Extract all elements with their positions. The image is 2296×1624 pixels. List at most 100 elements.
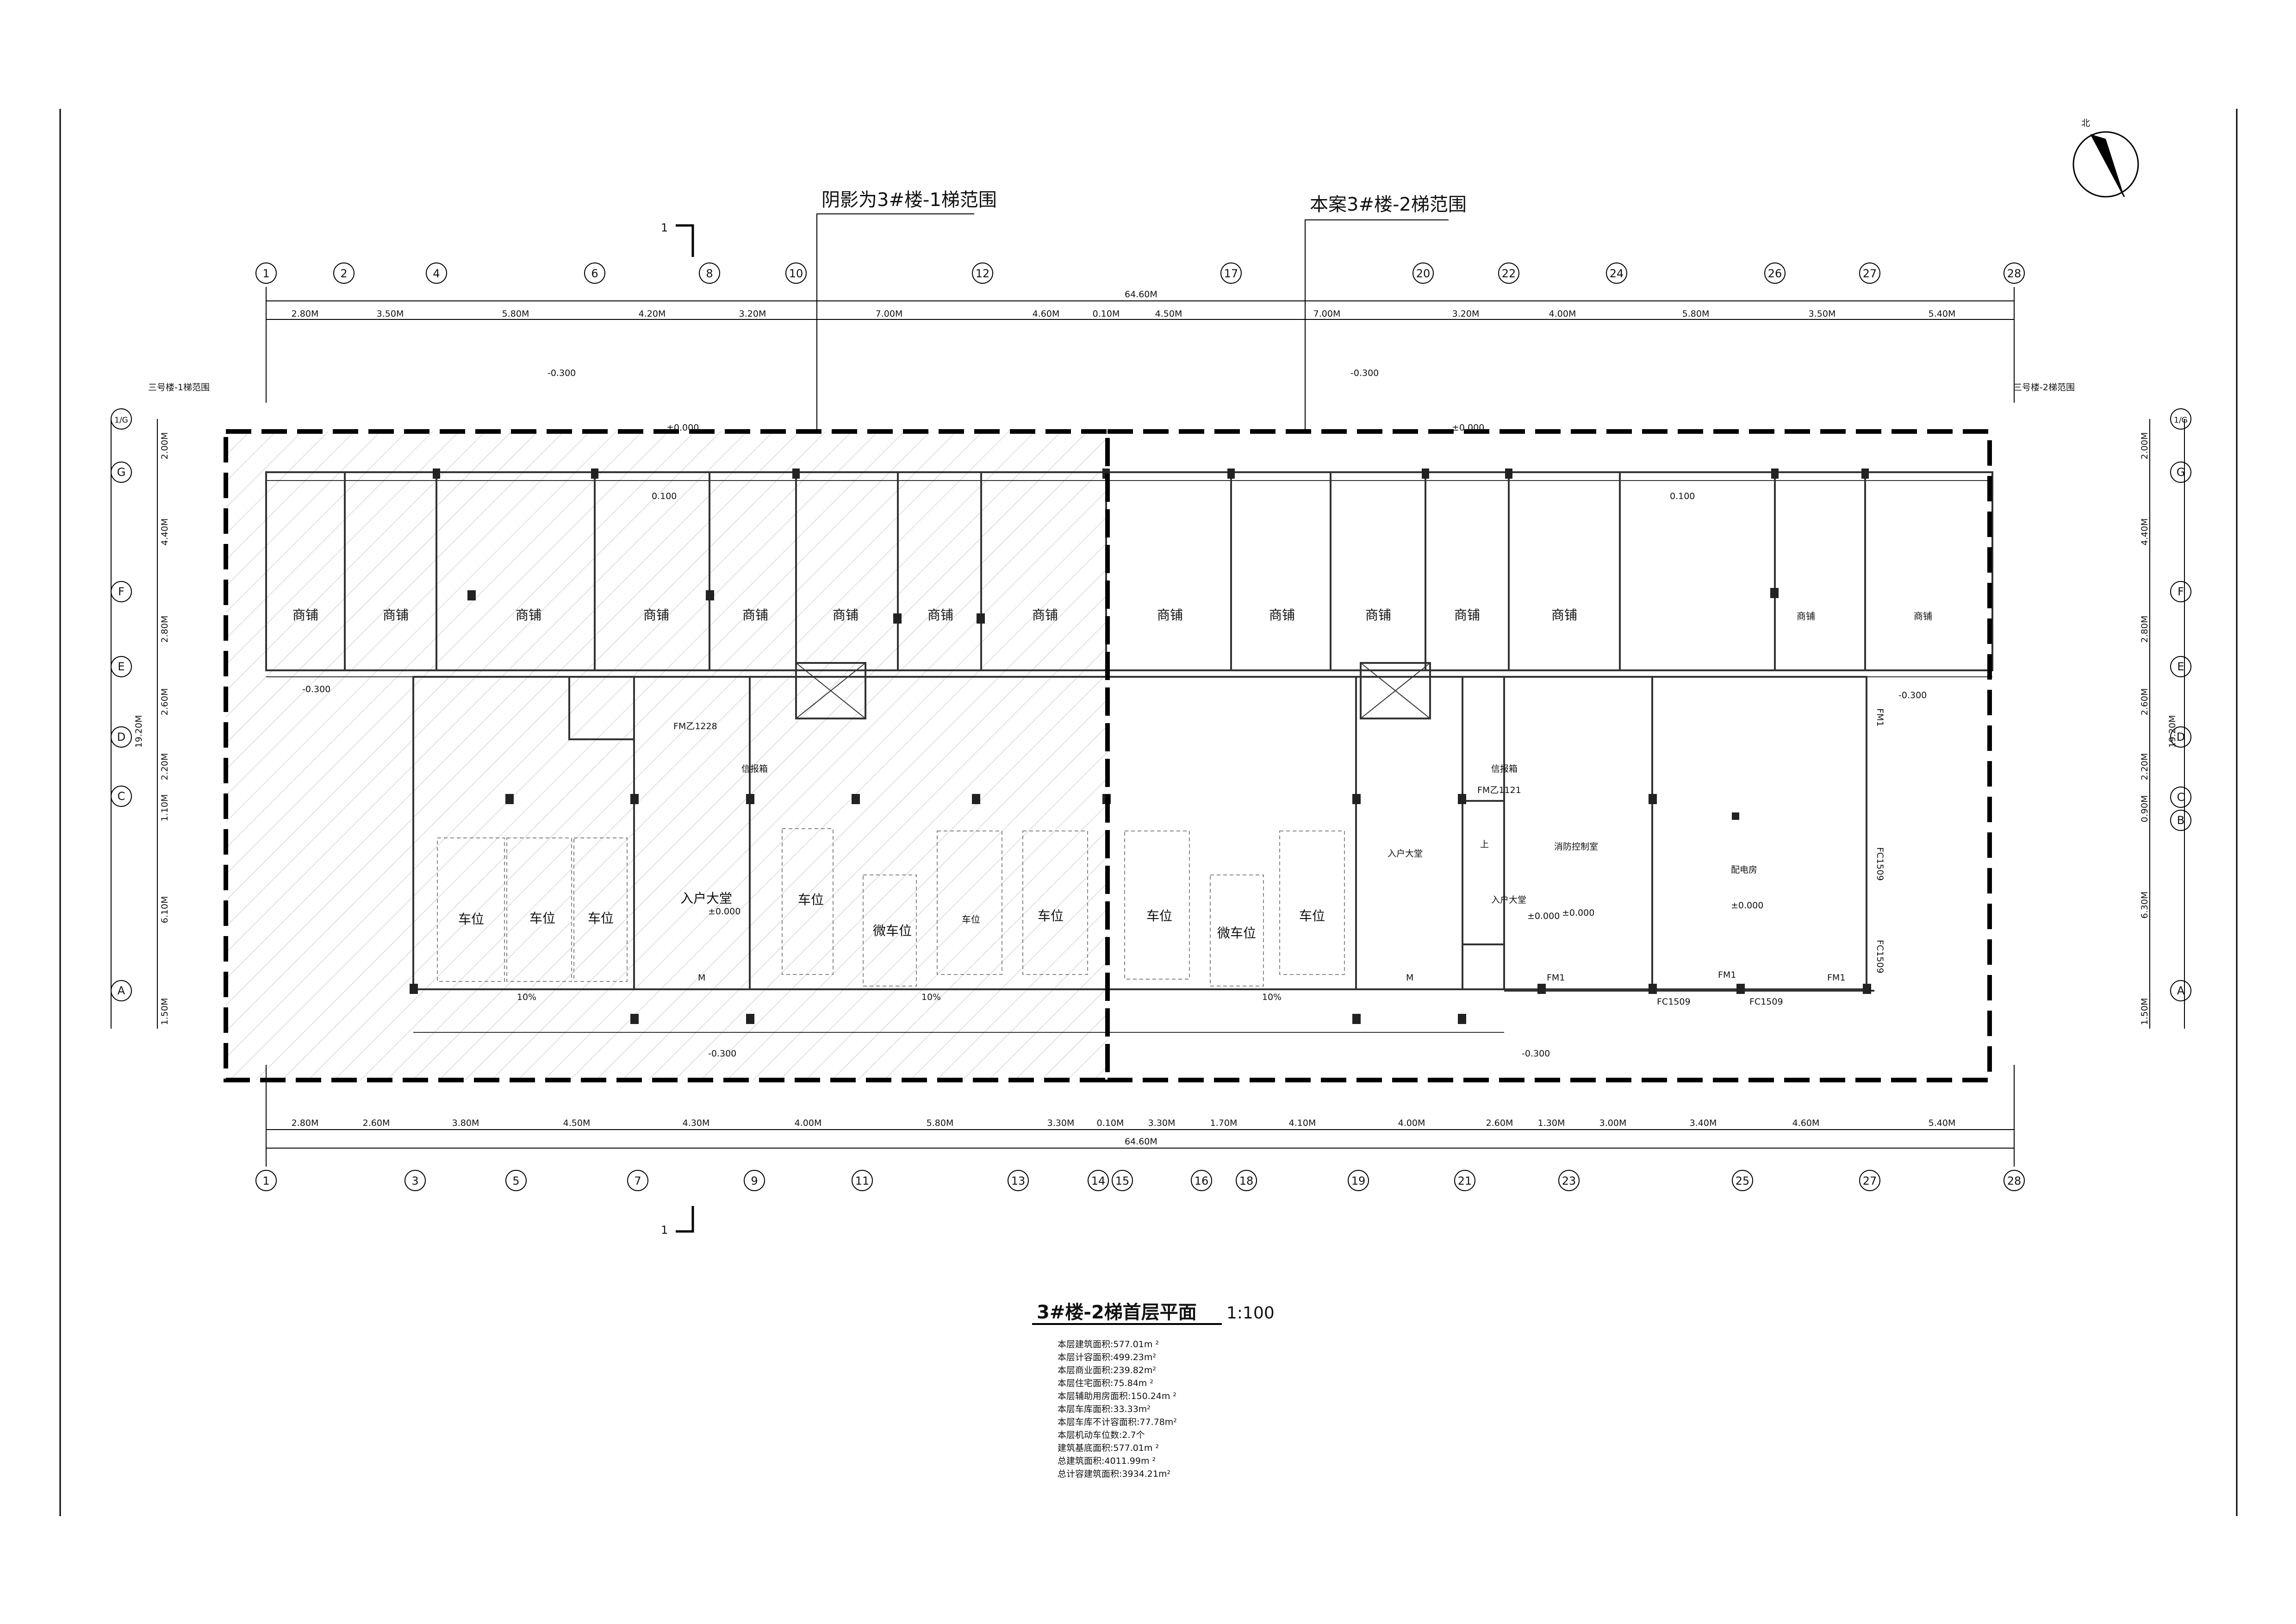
top-dim: 5.80M: [502, 309, 529, 319]
bottom-dims: 2.80M 2.60M 3.80M 4.50M 4.30M 4.00M 5.80…: [292, 1118, 1956, 1128]
row-right-1g: 1/G: [2174, 416, 2188, 425]
bottom-dim: 2.80M: [292, 1118, 319, 1128]
axis-bottom-9: 9: [751, 1174, 758, 1187]
stat-line: 本层车库面积:33.33m²: [1058, 1404, 1151, 1414]
left-dim: 1.50M: [160, 998, 170, 1025]
top-dim: 2.80M: [292, 309, 319, 319]
level-mark: ±0.000: [1452, 423, 1484, 433]
left-dim: 2.20M: [160, 753, 170, 781]
level-mark: -0.300: [1898, 690, 1927, 700]
bottom-dim: 2.60M: [1486, 1118, 1513, 1128]
level-mark: ±0.000: [1562, 908, 1594, 918]
axis-top-4: 4: [433, 267, 440, 280]
shop-labels: 商铺 商铺 商铺 商铺 商铺 商铺 商铺 商铺 商铺 商铺 商铺 商铺 商铺 商…: [292, 607, 1932, 623]
bottom-dim: 3.80M: [452, 1118, 479, 1128]
section-mark-bottom-icon: [676, 1206, 694, 1233]
door-fm1: FM1: [1875, 708, 1885, 726]
leader-right: [1305, 219, 1449, 431]
parking-label: 车位: [1146, 908, 1172, 924]
parking-label: 车位: [962, 914, 980, 925]
slope-marks: 10% 10% 10%: [517, 992, 1282, 1002]
level-mark: ±0.000: [1731, 900, 1763, 911]
bottom-dim: 3.40M: [1690, 1118, 1717, 1128]
lobby-label-right: 入户大堂: [1388, 849, 1423, 859]
bottom-dim: 3.00M: [1599, 1118, 1627, 1128]
shop-label: 商铺: [1032, 607, 1058, 623]
stair-up-mark: 上: [1480, 839, 1489, 849]
right-dim: 1.50M: [2140, 998, 2150, 1025]
bottom-dim: 1.70M: [1210, 1118, 1238, 1128]
section-mark-top: 1: [661, 221, 668, 234]
axis-bottom-19: 19: [1351, 1174, 1366, 1187]
row-right-a: A: [2177, 984, 2185, 997]
parking-stalls: [437, 828, 1345, 987]
stat-line: 总建筑面积:4011.99m ²: [1058, 1456, 1156, 1466]
level-mark: 0.100: [652, 491, 677, 501]
parking-label: 车位: [798, 892, 824, 907]
bottom-dim: 3.30M: [1047, 1118, 1075, 1128]
bottom-dim: 5.80M: [927, 1118, 954, 1128]
north-arrow-icon: [2072, 131, 2139, 198]
top-dim: 4.00M: [1549, 309, 1576, 319]
door-m-right: M: [1406, 973, 1413, 983]
stat-line: 建筑基底面积:577.01m ²: [1058, 1443, 1159, 1453]
parking-label: 车位: [588, 911, 614, 926]
bottom-dim: 4.00M: [1398, 1118, 1425, 1128]
top-dim: 7.00M: [876, 309, 903, 319]
bottom-dim: 3.30M: [1148, 1118, 1176, 1128]
plan-scale: 1:100: [1226, 1304, 1275, 1323]
parking-labels: 车位 车位 车位 车位 微车位 车位 车位 车位 微车位 车位: [458, 892, 1325, 941]
row-left-g: G: [117, 466, 126, 479]
axis-top-17: 17: [1224, 267, 1238, 280]
top-dim: 7.00M: [1313, 309, 1341, 319]
slope-mark: 10%: [1262, 992, 1282, 1002]
axis-bottom-1: 1: [262, 1174, 269, 1187]
left-total: 19.20M: [134, 715, 144, 748]
level-mark: ±0.000: [708, 906, 740, 917]
door-m-left: M: [698, 973, 705, 983]
axis-bottom-21: 21: [1458, 1174, 1472, 1187]
bottom-dim: 5.40M: [1929, 1118, 1956, 1128]
top-dim: 3.20M: [1452, 309, 1480, 319]
axis-bottom-25: 25: [1736, 1174, 1750, 1187]
right-dim: 6.30M: [2140, 892, 2150, 919]
shop-label: 商铺: [833, 607, 859, 623]
axis-top-2: 2: [340, 267, 347, 280]
left-dim: 4.40M: [160, 518, 170, 546]
level-mark: -0.300: [1522, 1049, 1550, 1059]
right-total: 19.20M: [2167, 715, 2178, 748]
top-axis-bubbles: [255, 262, 2025, 284]
left-dim: 1.10M: [160, 794, 170, 822]
stat-line: 本层车库不计容面积:77.78m²: [1058, 1417, 1177, 1427]
bottom-axis-labels: 1 3 5 7 9 11 13 14 15 16 18 19 21 23 25 …: [262, 1174, 2021, 1187]
axis-bottom-13: 13: [1011, 1174, 1026, 1187]
top-dim: 5.40M: [1929, 309, 1956, 319]
micro-parking-label: 微车位: [1217, 925, 1256, 941]
stat-line: 本层建筑面积:577.01m ²: [1058, 1339, 1159, 1349]
door-fm1: FM1: [1718, 970, 1736, 980]
level-mark: 0.100: [1670, 491, 1695, 501]
right-dim: 2.00M: [2140, 432, 2150, 460]
row-left-e: E: [118, 660, 124, 673]
parking-label: 车位: [458, 912, 484, 927]
bottom-dim: 2.60M: [363, 1118, 390, 1128]
section-mark-bottom: 1: [661, 1224, 668, 1237]
shop-label: 商铺: [1157, 607, 1183, 623]
power-room-label: 配电房: [1731, 865, 1757, 875]
axis-bottom-15: 15: [1115, 1174, 1130, 1187]
hatched-scope-area: [226, 431, 1108, 1080]
axis-bottom-23: 23: [1562, 1174, 1576, 1187]
stat-line: 本层机动车位数:2.7个: [1058, 1430, 1145, 1440]
bottom-dim: 4.00M: [795, 1118, 822, 1128]
shop-label: 商铺: [927, 607, 953, 623]
row-axis-labels: 1/G G F E D C A 1/G G F E D C B A: [114, 416, 2188, 997]
lobby-label-stair: 入户大堂: [1491, 895, 1526, 905]
shop-label: 商铺: [1914, 611, 1932, 622]
door-fm1: FM1: [1827, 973, 1845, 983]
axis-top-20: 20: [1416, 267, 1431, 280]
shop-label: 商铺: [292, 607, 318, 623]
level-mark: ±0.000: [666, 423, 699, 433]
leader-left: [816, 213, 974, 431]
axis-top-8: 8: [706, 267, 713, 280]
scope-boundary-right: [1105, 429, 1992, 1082]
